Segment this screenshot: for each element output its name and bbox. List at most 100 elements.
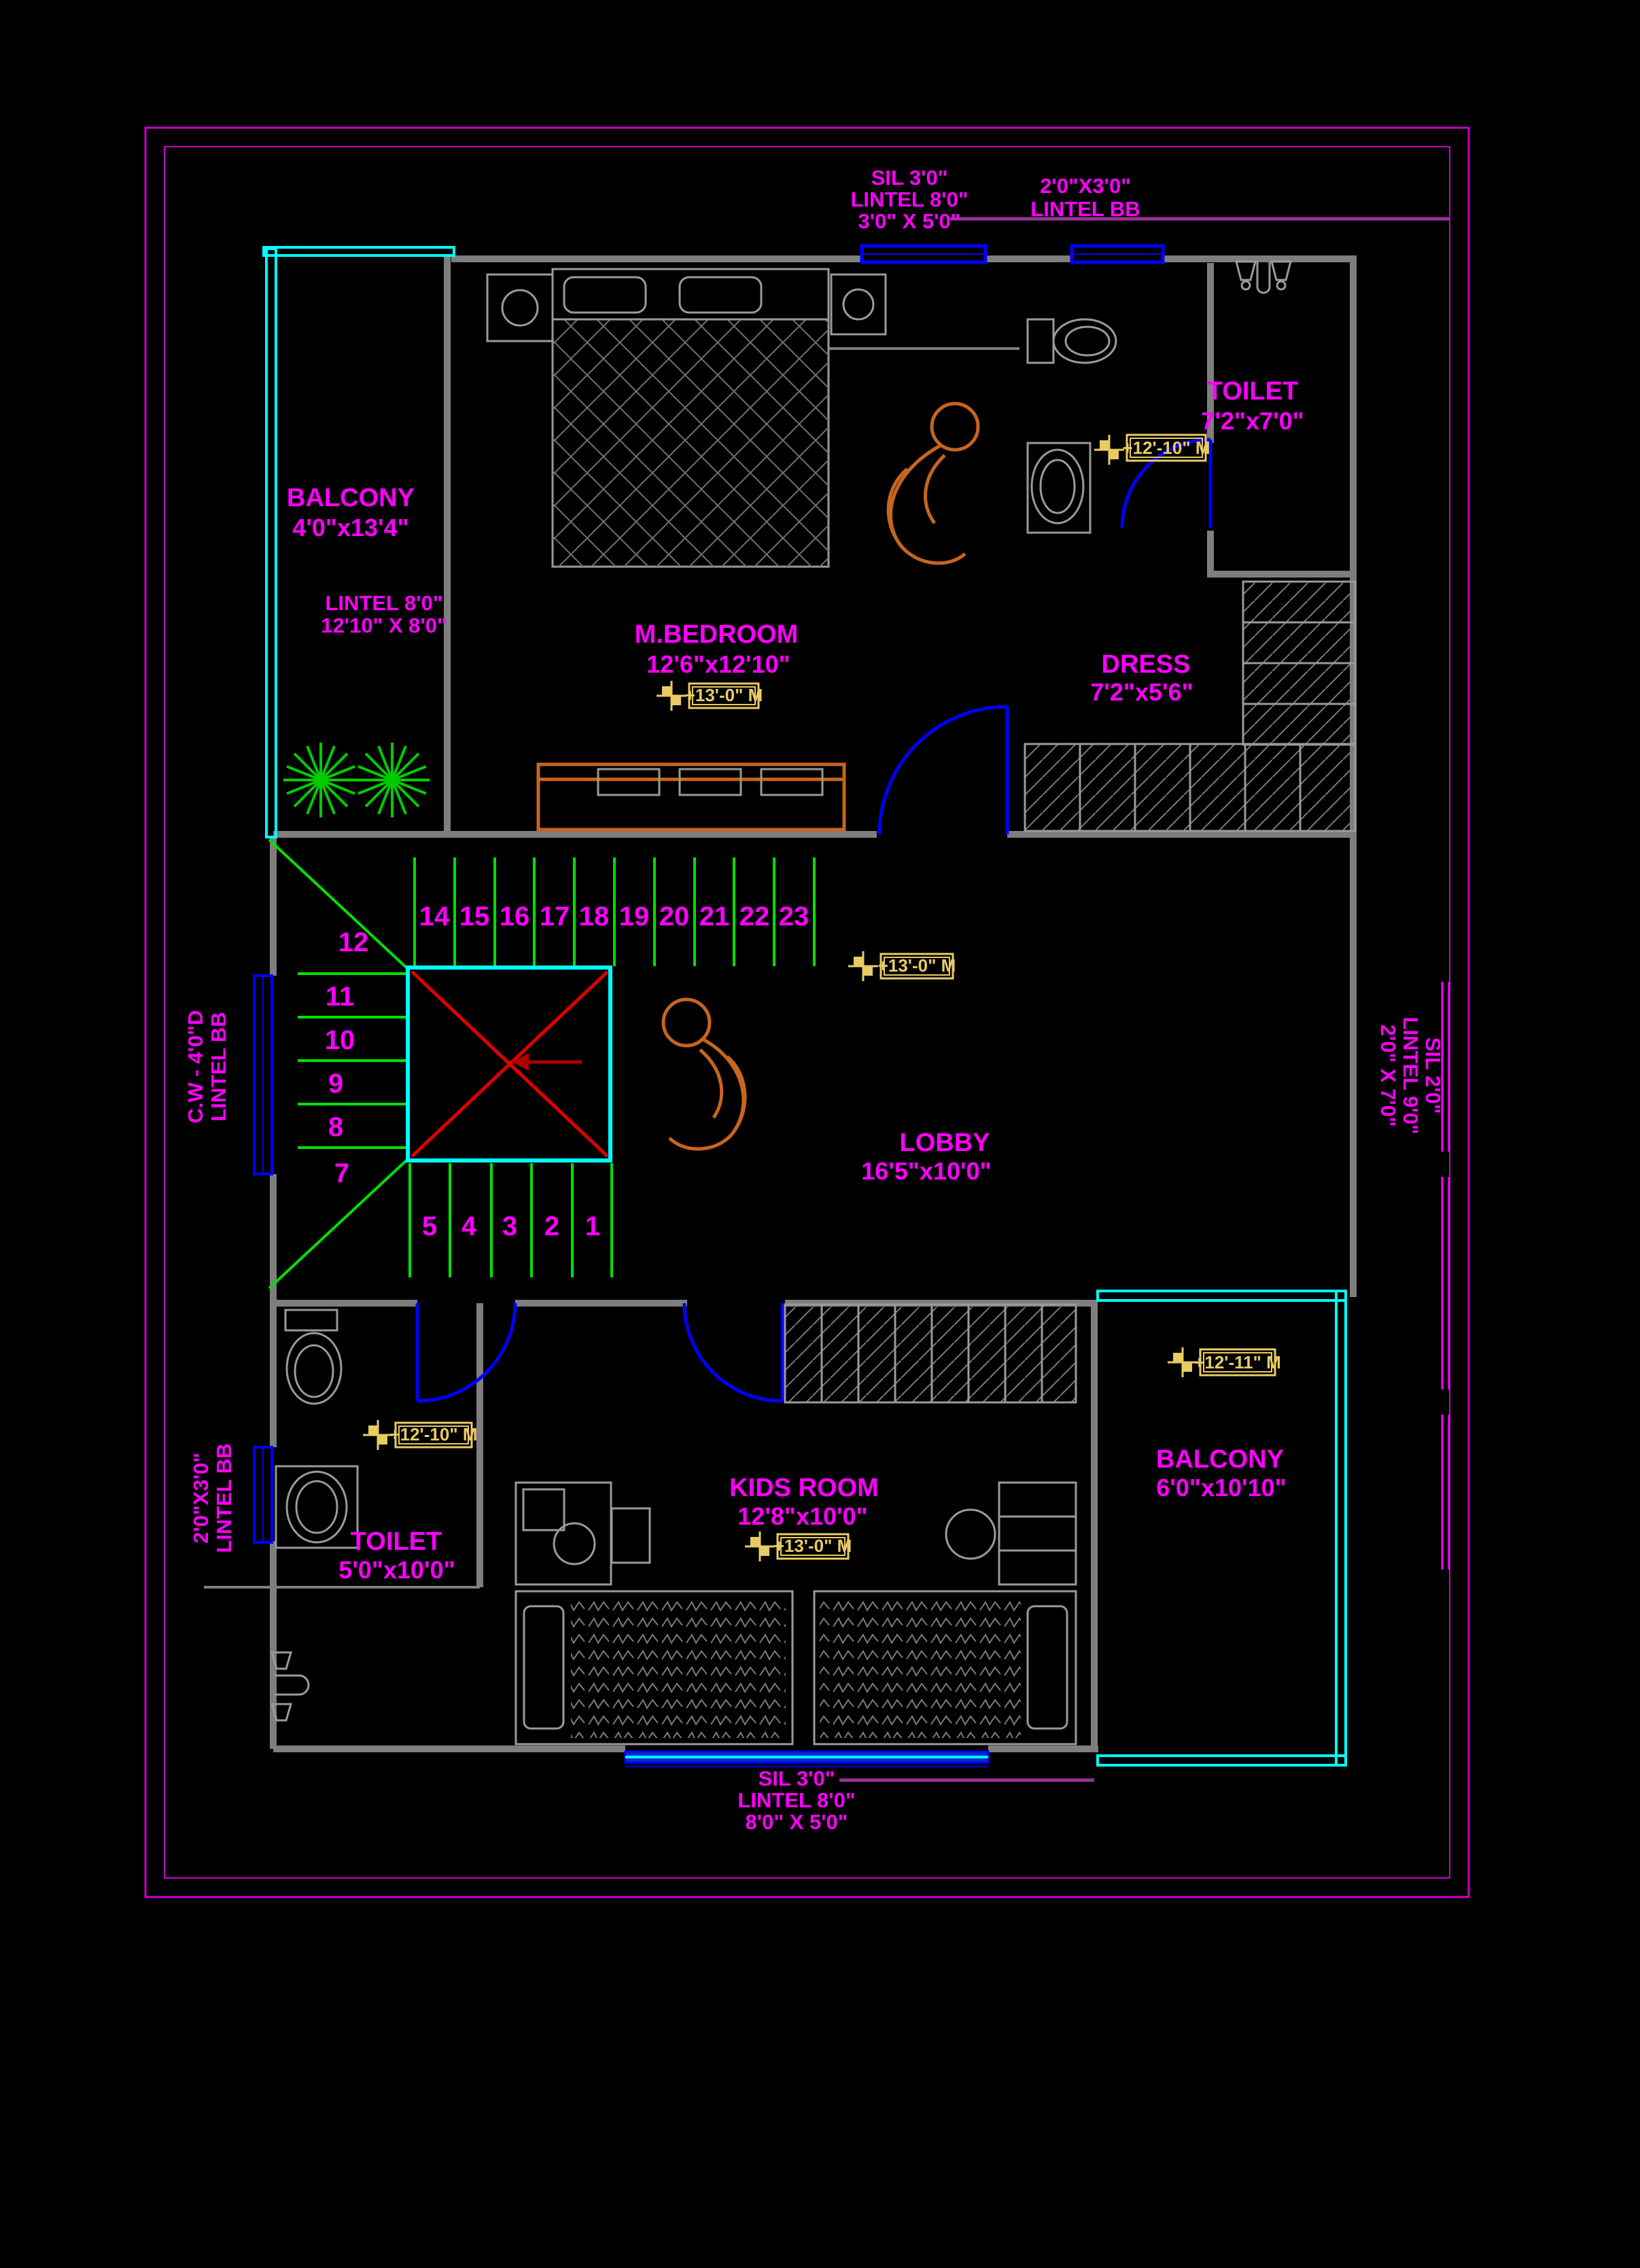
stair-number: 23 — [779, 902, 809, 932]
cyan-walls — [262, 246, 1347, 1767]
stair-number: 21 — [699, 902, 730, 932]
room-name-dress: DRESS — [1102, 650, 1191, 679]
note-window-top-l3: 3'0" X 5'0" — [858, 209, 960, 233]
stair-number: 8 — [328, 1112, 343, 1142]
person-figure-lobby — [661, 997, 747, 1151]
stair-number: 4 — [461, 1211, 477, 1241]
stair-number: 19 — [619, 902, 650, 932]
bedroom-sofa — [536, 762, 846, 832]
leader-lines — [839, 217, 1450, 1782]
plant-1 — [283, 743, 358, 817]
kids-bed-1 — [514, 1590, 794, 1746]
stair-number: 15 — [459, 902, 490, 932]
note-sill-right-l1: SIL 2'0" — [1421, 1038, 1445, 1114]
stair-number: 7 — [334, 1158, 349, 1188]
stair-numbers: 14 15 16 17 18 19 20 21 22 23 12 11 10 9… — [325, 902, 809, 1241]
nightstand-left — [486, 273, 554, 342]
note-vent-bottom-left-l2: LINTEL BB — [212, 1443, 236, 1553]
windows — [253, 244, 1165, 1768]
note-window-bottom-l3: 8'0" X 5'0" — [745, 1810, 848, 1834]
note-window-top-l1: SIL 3'0" — [871, 166, 948, 190]
room-dims-m-bedroom: 12'6"x12'10" — [646, 650, 790, 678]
level-marker-m-bedroom: +13'-0" M — [657, 681, 763, 711]
room-name-toilet-top: TOILET — [1207, 377, 1298, 406]
stair-number: 2 — [544, 1211, 559, 1241]
level-marker-toilet-bottom: +12'-10" M — [363, 1420, 478, 1450]
note-window-bottom-l1: SIL 3'0" — [758, 1767, 835, 1790]
note-vent-top-l1: 2'0"X3'0" — [1040, 174, 1131, 198]
plant-2 — [355, 743, 430, 817]
note-cw-left-l2: LINTEL BB — [207, 1012, 230, 1121]
level-value: +13'-0" M — [774, 1536, 852, 1556]
toilet-top-wc — [1026, 318, 1117, 364]
level-value: +13'-0" M — [878, 955, 956, 976]
stair-number: 16 — [500, 902, 530, 932]
level-value: +12'-10" M — [1122, 438, 1210, 458]
toilet-bottom-basin — [275, 1465, 359, 1549]
level-marker-kids-room: +13'-0" M — [745, 1531, 852, 1561]
room-dims-balcony-right: 6'0"x10'10" — [1156, 1474, 1286, 1502]
note-sill-right-l3: 2'0" X 7'0" — [1376, 1024, 1400, 1127]
toilet-top-shower — [1235, 260, 1292, 294]
note-sill-right-l2: LINTEL 9'0" — [1399, 1016, 1423, 1134]
room-name-m-bedroom: M.BEDROOM — [635, 620, 799, 649]
stair-number: 22 — [739, 902, 770, 932]
top-window-1 — [860, 244, 988, 264]
bedroom-door — [877, 705, 1009, 835]
stair-treads-top — [413, 857, 816, 966]
right-border-window-symbols — [1441, 982, 1450, 1570]
level-value: +13'-0" M — [685, 685, 763, 705]
kids-room-door — [682, 1303, 784, 1403]
stair-number: 14 — [419, 902, 450, 932]
room-dims-toilet-top: 7'2"x7'0" — [1201, 407, 1304, 435]
toilet-top-door — [1120, 438, 1212, 529]
top-window-2 — [1070, 244, 1165, 264]
room-name-balcony-right: BALCONY — [1156, 1445, 1284, 1474]
left-window-cw — [253, 974, 273, 1175]
room-dims-dress: 7'2"x5'6" — [1090, 678, 1193, 706]
dress-wardrobe — [1024, 580, 1357, 832]
note-window-top-l2: LINTEL 8'0" — [850, 188, 968, 211]
bottom-window — [624, 1750, 990, 1768]
room-dims-toilet-bottom: 5'0"x10'0" — [338, 1556, 455, 1584]
stair-number: 12 — [338, 927, 369, 957]
note-lintel-balcony-l1: LINTEL 8'0" — [325, 591, 442, 615]
level-value: +12'-11" M — [1194, 1352, 1281, 1372]
master-bed — [551, 268, 830, 568]
room-name-lobby: LOBBY — [900, 1129, 990, 1157]
level-value: +12'-10" M — [389, 1424, 477, 1445]
stair-number: 20 — [659, 902, 690, 932]
stair-cross — [411, 970, 609, 1158]
left-window-toilet — [253, 1446, 273, 1544]
annotation-notes: SIL 3'0" LINTEL 8'0" 3'0" X 5'0" 2'0"X3'… — [184, 166, 1445, 1834]
stair-number: 18 — [579, 902, 610, 932]
stair-number: 10 — [325, 1025, 355, 1055]
toilet-bottom-door — [415, 1303, 517, 1403]
doors — [415, 438, 1212, 1403]
note-vent-bottom-left-l1: 2'0"X3'0" — [189, 1453, 213, 1544]
kids-dresser — [945, 1481, 1077, 1586]
room-dims-lobby: 16'5"x10'0" — [861, 1157, 991, 1185]
stair-break-diagonals — [268, 838, 409, 1290]
walls — [204, 255, 1357, 1752]
toilet-bottom-wc — [284, 1309, 343, 1405]
room-labels: TOILET 7'2"x7'0" BALCONY 4'0"x13'4" M.BE… — [287, 377, 1304, 1584]
room-name-toilet-bottom: TOILET — [351, 1527, 442, 1556]
stair-number: 5 — [422, 1211, 437, 1241]
note-vent-top-l2: LINTEL BB — [1030, 197, 1140, 221]
note-window-bottom-l2: LINTEL 8'0" — [737, 1788, 855, 1812]
kids-desk — [514, 1481, 651, 1586]
stair-number: 11 — [326, 982, 354, 1012]
level-marker-balcony-right: +12'-11" M — [1168, 1347, 1281, 1377]
room-name-balcony-left: BALCONY — [287, 484, 415, 512]
stair-number: 1 — [585, 1211, 600, 1241]
kids-wardrobe — [784, 1303, 1077, 1404]
level-marker-toilet-top: +12'-10" M — [1094, 433, 1210, 465]
level-marker-lobby: +13'-0" M — [848, 951, 956, 981]
stair-number: 9 — [328, 1069, 343, 1099]
stair-treads-bottom — [408, 1163, 613, 1277]
note-cw-left-l1: C.W - 4'0"D — [184, 1010, 207, 1124]
person-figure-bedroom — [886, 402, 980, 565]
